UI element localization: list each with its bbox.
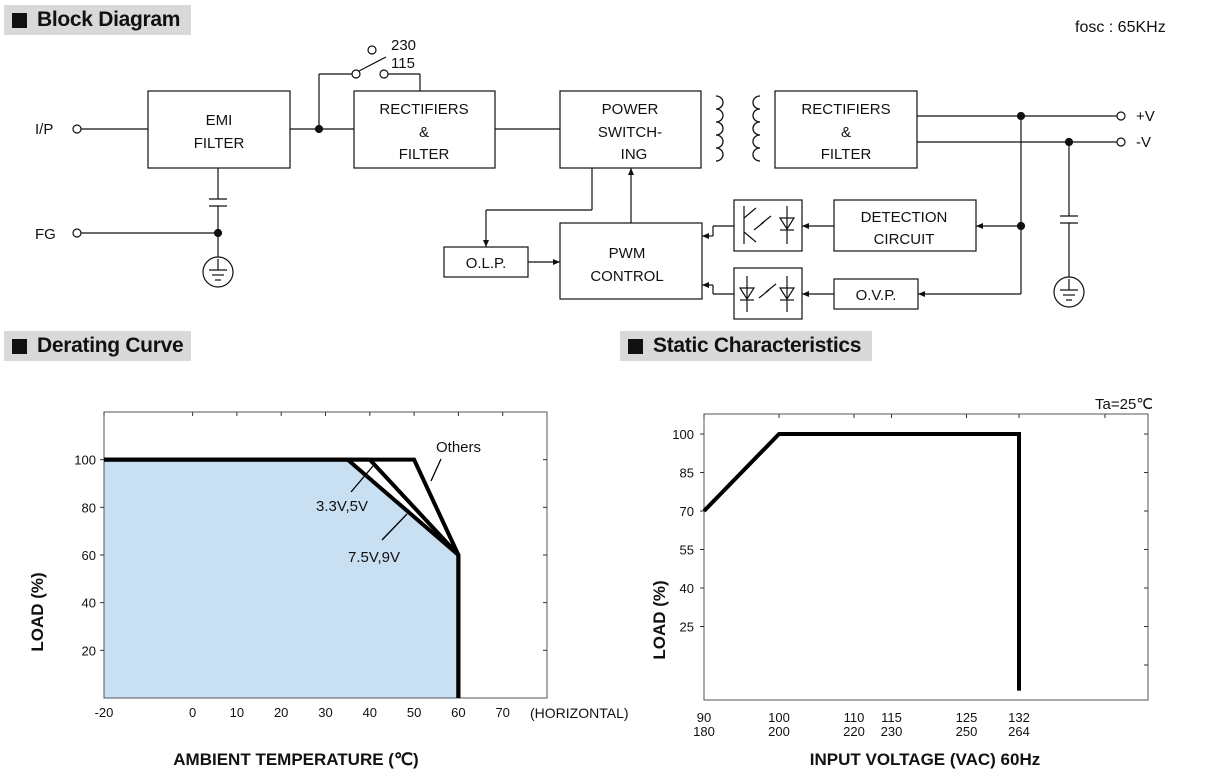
derating-curve-header: Derating Curve — [4, 331, 191, 361]
derating-x-tick-label: 70 — [495, 705, 509, 720]
ground-icon — [1053, 276, 1085, 308]
switch-230-label: 230 — [391, 37, 416, 54]
detection-label-1: DETECTION — [861, 209, 948, 226]
ip-label: I/P — [35, 121, 53, 138]
static-x-tick-label-alt: 230 — [881, 724, 903, 739]
static-x-tick-label: 90 — [697, 710, 711, 725]
power-label-1: POWER — [602, 101, 659, 118]
static-y-tick-label: 55 — [680, 543, 694, 558]
block-diagram-header: Block Diagram — [4, 5, 191, 35]
fosc-label: fosc : 65KHz — [1075, 19, 1166, 36]
derating-x-tick-label: 40 — [363, 705, 377, 720]
static-x-tick-label-alt: 200 — [768, 724, 790, 739]
derating-curve-title: Derating Curve — [37, 334, 184, 357]
section-bullet-icon — [12, 338, 27, 354]
derating-ylabel: LOAD (%) — [28, 572, 47, 651]
emi-label-2: FILTER — [194, 135, 245, 152]
rect1-label-3: FILTER — [399, 146, 450, 163]
derating-annotation-pointer-others — [430, 458, 442, 482]
switch-115-label: 115 — [391, 55, 415, 72]
derating-series-label-others: Others — [436, 439, 481, 456]
derating-x-tick-label: 30 — [318, 705, 332, 720]
static-x-tick-label-alt: 264 — [1008, 724, 1030, 739]
derating-y-tick-label: 40 — [82, 596, 96, 611]
static-y-tick-label: 70 — [680, 504, 694, 519]
derating-y-tick-label: 80 — [82, 500, 96, 515]
static-y-tick-label: 85 — [680, 466, 694, 481]
derating-x-tick-label: 20 — [274, 705, 288, 720]
section-bullet-icon — [12, 12, 27, 28]
pwm-label-2: CONTROL — [590, 268, 663, 285]
static-xlabel: INPUT VOLTAGE (VAC) 60Hz — [810, 750, 1040, 769]
derating-annotation-pointer-3v3-5v — [350, 465, 374, 493]
derating-series-label-7v5-9v: 7.5V,9V — [348, 549, 400, 566]
rectifier-filter-1-block — [353, 90, 496, 169]
derating-fill-area — [104, 459, 459, 698]
rect2-label-2: & — [841, 124, 851, 141]
emi-filter-block — [147, 90, 291, 169]
block-diagram-title: Block Diagram — [37, 8, 181, 31]
power-switching-block — [559, 90, 702, 169]
ground-icon — [202, 256, 234, 288]
static-plot-frame — [703, 413, 1149, 701]
derating-x-tick-label: 60 — [451, 705, 465, 720]
static-x-tick-label-alt: 180 — [693, 724, 715, 739]
section-bullet-icon — [628, 338, 643, 354]
derating-y-tick-label: 100 — [74, 453, 96, 468]
static-x-tick-label: 132 — [1008, 710, 1030, 725]
derating-x-note: (HORIZONTAL) — [530, 705, 629, 721]
static-characteristics-header: Static Characteristics — [620, 331, 872, 361]
static-y-tick-label: 25 — [680, 620, 694, 635]
fg-label: FG — [35, 226, 56, 243]
ovp-label: O.V.P. — [856, 287, 897, 304]
derating-series-line-2 — [104, 457, 461, 698]
derating-series-label-3v3-5v: 3.3V,5V — [316, 498, 368, 515]
static-x-tick-label: 125 — [956, 710, 978, 725]
derating-annotation-pointer-7v5-9v — [381, 513, 408, 541]
static-y-tick-label: 40 — [680, 581, 694, 596]
static-y-tick-label: 100 — [672, 427, 694, 442]
static-ylabel: LOAD (%) — [650, 580, 669, 659]
ovp-block — [833, 278, 919, 310]
optocoupler-icon — [733, 267, 803, 320]
derating-x-tick-label: 0 — [189, 705, 196, 720]
olp-block — [443, 246, 529, 278]
derating-x-tick-label: -20 — [95, 705, 114, 720]
derating-xlabel: AMBIENT TEMPERATURE (℃) — [173, 750, 418, 769]
pwm-label-1: PWM — [609, 245, 646, 262]
power-label-3: ING — [621, 146, 648, 163]
detection-label-2: CIRCUIT — [874, 231, 935, 248]
derating-x-tick-label: 50 — [407, 705, 421, 720]
vminus-label: -V — [1136, 134, 1151, 151]
transformer-icon — [715, 95, 761, 162]
rect2-label-3: FILTER — [821, 146, 872, 163]
derating-y-tick-label: 20 — [82, 643, 96, 658]
static-x-tick-label-alt: 250 — [956, 724, 978, 739]
rect1-label-2: & — [419, 124, 429, 141]
olp-label: O.L.P. — [466, 255, 507, 272]
vplus-label: +V — [1136, 108, 1155, 125]
rect1-label-1: RECTIFIERS — [379, 101, 468, 118]
static-series-line-0 — [702, 432, 1021, 691]
power-label-2: SWITCH- — [598, 124, 662, 141]
static-ta-note: Ta=25℃ — [1095, 396, 1153, 413]
rectifier-filter-2-block — [774, 90, 918, 169]
emi-label-1: EMI — [206, 112, 233, 129]
derating-x-tick-label: 10 — [230, 705, 244, 720]
pwm-control-block — [559, 222, 703, 300]
detection-circuit-block — [833, 199, 977, 252]
static-x-tick-label: 100 — [768, 710, 790, 725]
optocoupler-icon — [733, 199, 803, 252]
static-x-tick-label: 115 — [881, 710, 902, 725]
static-x-tick-label: 110 — [844, 710, 865, 725]
static-characteristics-title: Static Characteristics — [653, 334, 862, 357]
static-x-tick-label-alt: 220 — [843, 724, 865, 739]
block-diagram: fosc : 65KHz I/P EMI FILTER 230 115 RECT… — [35, 19, 1166, 320]
rect2-label-1: RECTIFIERS — [801, 101, 890, 118]
derating-y-tick-label: 60 — [82, 548, 96, 563]
